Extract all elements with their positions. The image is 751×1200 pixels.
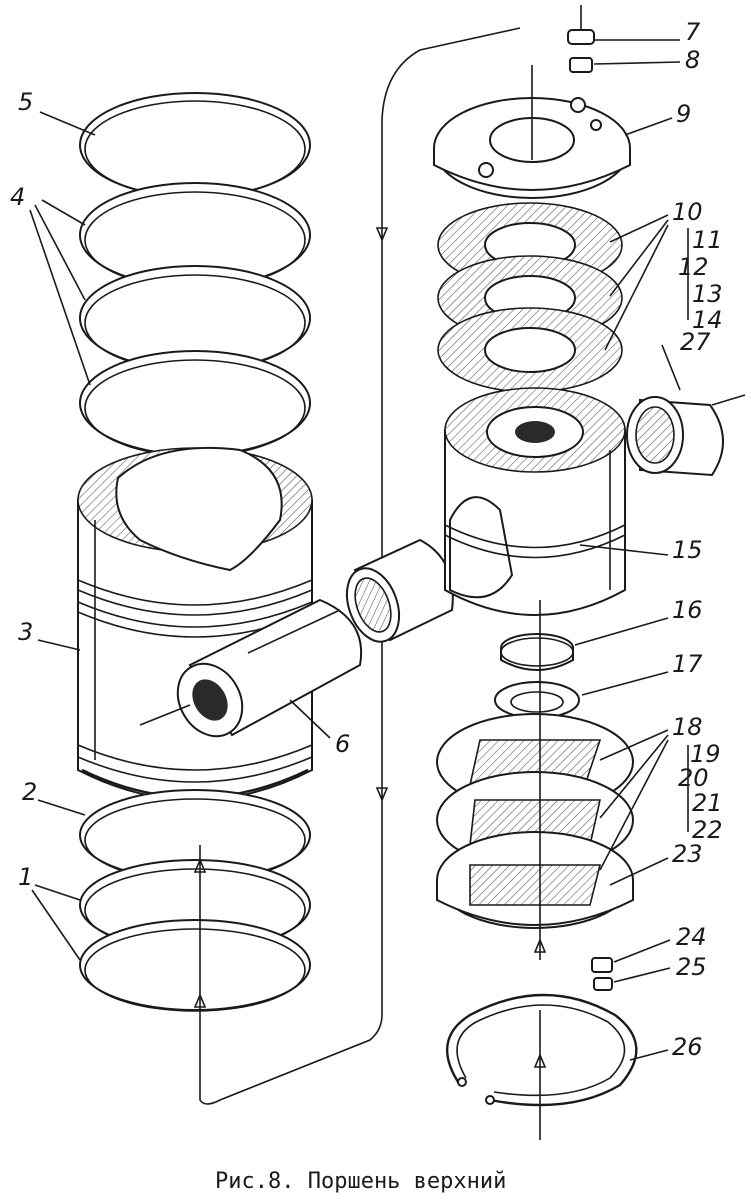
label-2: 2 bbox=[22, 778, 37, 806]
ring-1b bbox=[79, 919, 311, 1012]
circlip-26 bbox=[446, 993, 638, 1107]
piston-body-3 bbox=[77, 447, 313, 801]
label-17: 17 bbox=[672, 650, 703, 678]
cover-9 bbox=[433, 65, 631, 199]
label-20: 20 bbox=[678, 764, 709, 792]
label-19: 19 bbox=[690, 740, 721, 768]
label-21: 21 bbox=[692, 789, 723, 817]
label-24: 24 bbox=[676, 923, 707, 951]
label-6: 6 bbox=[335, 730, 350, 758]
bush-center bbox=[345, 538, 454, 643]
plate-23 bbox=[436, 831, 634, 929]
label-14: 14 bbox=[692, 306, 723, 334]
washer-8 bbox=[569, 57, 593, 73]
screw-7 bbox=[567, 5, 595, 45]
label-11: 11 bbox=[692, 226, 723, 254]
washer-17 bbox=[494, 681, 580, 719]
label-8: 8 bbox=[685, 46, 700, 74]
label-5: 5 bbox=[18, 88, 33, 116]
label-3: 3 bbox=[18, 618, 33, 646]
part-labels: 5 4 3 2 1 6 7 8 9 10 11 12 13 14 27 15 1… bbox=[10, 18, 723, 1061]
nut-16 bbox=[500, 633, 574, 671]
label-13: 13 bbox=[692, 280, 723, 308]
shim-14 bbox=[437, 307, 623, 393]
right-axis bbox=[533, 600, 547, 1140]
assembly-path bbox=[139, 27, 521, 1105]
leader-lines bbox=[29, 39, 689, 1061]
piston-head-15 bbox=[444, 387, 626, 616]
label-7: 7 bbox=[685, 18, 701, 46]
label-9: 9 bbox=[676, 100, 691, 128]
ring-4c bbox=[79, 350, 311, 457]
label-22: 22 bbox=[692, 816, 723, 844]
label-23: 23 bbox=[672, 840, 703, 868]
label-27: 27 bbox=[680, 328, 711, 356]
label-1: 1 bbox=[18, 863, 33, 891]
ring-5 bbox=[79, 92, 311, 198]
label-10: 10 bbox=[672, 198, 703, 226]
screw-24 bbox=[591, 957, 613, 973]
label-15: 15 bbox=[672, 536, 703, 564]
bush-27 bbox=[626, 394, 746, 477]
label-26: 26 bbox=[672, 1033, 703, 1061]
label-25: 25 bbox=[676, 953, 707, 981]
label-12: 12 bbox=[678, 253, 709, 281]
label-4: 4 bbox=[10, 183, 25, 211]
piston-pin-6 bbox=[176, 598, 363, 738]
figure-caption: Рис.8. Поршень верхний bbox=[215, 1169, 506, 1194]
label-18: 18 bbox=[672, 713, 703, 741]
nut-25 bbox=[593, 977, 613, 991]
label-16: 16 bbox=[672, 596, 703, 624]
